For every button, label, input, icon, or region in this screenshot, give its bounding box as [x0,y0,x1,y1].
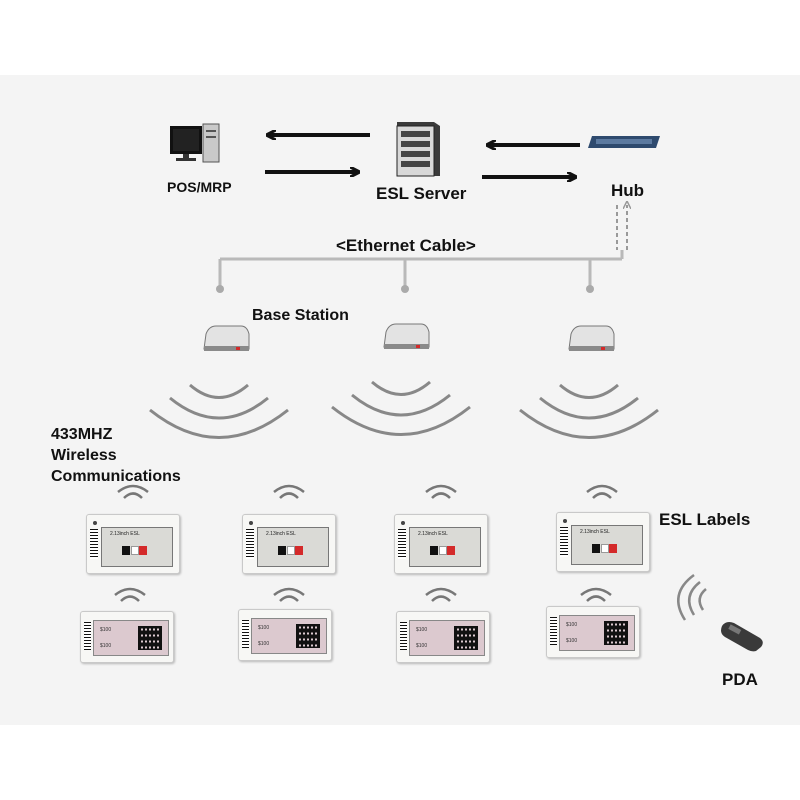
base-station-icon [383,323,430,349]
wifi-signal-icon [677,573,707,621]
ethernet-bus [218,250,624,287]
network-switch-icon [588,136,660,148]
pos-mrp-label: POS/MRP [167,179,232,195]
esl-server-label: ESL Server [376,184,467,203]
server-rack-icon [396,122,440,177]
esl-tag-bottom: $100$100 [546,606,640,658]
esl-tag-top: 2.13inch ESL [242,514,336,574]
base-station-icon [568,325,615,351]
esl-tag-top: 2.13inch ESL [394,514,488,574]
esl-tag-bottom: $100$100 [80,611,174,663]
ethernet-cable-label: <Ethernet Cable> [336,236,476,255]
data-flow-arrows [265,135,580,177]
esl-tag-top: 2.13inch ESL [556,512,650,572]
pda-scanner-icon [721,622,763,652]
communications-label: Communications [51,468,181,485]
hub-uplink [616,205,627,250]
wireless-signal-waves [149,380,659,439]
pda-label: PDA [722,670,758,689]
desktop-computer-icon [170,123,220,163]
base-station-icon [203,325,250,351]
esl-tag-bottom: $100$100 [238,609,332,661]
bus-node [586,285,594,293]
base-station-label: Base Station [252,307,349,324]
esl-labels-label: ESL Labels [659,510,751,529]
esl-tag-top: 2.13inch ESL [86,514,180,574]
wireless-label: Wireless [51,447,117,464]
wireless-freq-label: 433MHZ [51,426,113,443]
hub-label: Hub [611,181,645,200]
bus-node [216,285,224,293]
wifi-signal-icon [114,484,618,602]
bus-node [401,285,409,293]
esl-tag-bottom: $100$100 [396,611,490,663]
